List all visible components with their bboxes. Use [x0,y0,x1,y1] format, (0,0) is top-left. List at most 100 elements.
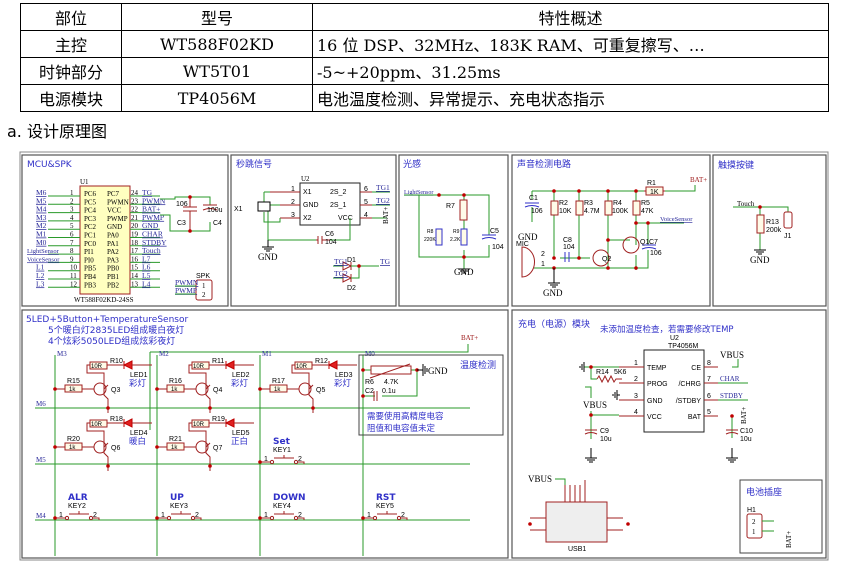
key-label: Set [273,437,291,447]
right-net-label: L4 [142,279,151,288]
right-pin-name: GND [107,223,122,231]
light-title: 光感 [403,158,421,170]
cell-desc: 电池温度检测、异常提示、充电状态指示 [312,84,829,112]
table-row: 主控 WT588F02KD 16 位 DSP、32MHz、183K RAM、可重… [20,30,829,58]
key-pin-2: 2 [195,512,199,519]
pin-number: 8 [707,360,711,367]
c1-value: 106 [531,208,543,215]
led-wire [86,422,152,471]
net-bat: BAT+ [690,176,707,184]
pin-name: GND [647,398,663,405]
column-label: M2 [159,350,169,358]
c5-ref: C5 [490,228,499,235]
led-note-2: 4个炫彩5050LED组成炫彩夜灯 [48,335,175,347]
led-resistor-value: 10R [91,422,103,428]
right-net-label: CHAR [142,230,163,239]
cell-model: TP4056M [121,84,313,112]
pin-num: 3 [291,212,295,219]
right-pin-number: 20 [131,222,139,230]
led-resistor-value: 10R [193,364,205,370]
r13-ref: R13 [766,219,779,226]
microphone [521,246,535,278]
left-net-label: M1 [36,230,47,239]
right-pin-name: PWMN [107,198,129,206]
r14-ref: R14 [596,369,609,376]
pin-x2: X2 [303,215,312,222]
right-net-label: TG [142,188,153,197]
c6-value: 104 [325,239,337,246]
key-switch [260,455,305,464]
key-pin-2: 2 [298,456,302,463]
pin-name: CE [691,365,701,372]
right-pin-number: 19 [131,231,139,239]
c6-ref: C6 [325,231,334,238]
net-tg: TG [380,257,391,266]
key-pin-2: 2 [93,512,97,519]
transistor-ref: Q3 [111,387,120,394]
key-pin-1: 1 [367,512,371,519]
pin-number: 7 [707,376,711,383]
ground-icon [262,240,274,252]
temp-title: 温度检测 [460,359,496,371]
mic-pin-2: 2 [541,251,545,258]
spk-ref: SPK [196,273,210,280]
led-resistor-ref: R19 [212,416,225,423]
left-pin-number: 12 [70,280,78,288]
left-pin-number: 11 [70,272,77,280]
base-resistor-value: 1k [171,445,178,451]
tp4056-ref: U2 [670,335,679,342]
left-pin-number: 3 [70,206,74,214]
led-wire [188,364,254,413]
key-ref: KEY1 [273,447,291,454]
temp-note-2: 阻值和电容值未定 [367,423,436,434]
c8-ref: C8 [563,237,572,244]
key-label: ALR [68,493,88,503]
c7-ref: C7 [649,239,658,246]
tp4056-name: TP4056M [668,343,699,350]
r8-ref: R8 [427,229,434,235]
r3-value: 4.7M [584,208,600,215]
c3-value: 106 [176,201,188,208]
led-resistor-value: 10R [193,422,205,428]
c2-ref: C2 [365,388,374,395]
clock-title: 秒跳信号 [236,158,272,170]
right-pin-name: PA1 [107,240,119,248]
led-resistor-value: 10R [91,364,103,370]
r9-value: 2.2K [450,237,461,243]
c10-ref: C10 [740,428,753,435]
right-net-label: PWMN [142,196,166,205]
right-pin-name: PB2 [107,281,120,289]
gnd-label: GND [258,252,278,262]
left-pin-number: 6 [70,231,74,239]
c9-value: 10u [600,436,612,443]
key-pin-1: 1 [59,512,63,519]
left-net-label: L3 [36,279,45,288]
ground-icon [417,364,428,376]
base-resistor-ref: R21 [169,436,182,443]
gnd-label: GND [518,232,538,242]
ground-icon [548,268,560,288]
left-pin-name: PI1 [84,248,94,256]
pin-number: 3 [634,393,638,400]
d1-net: TG1 [334,257,348,266]
key-label: RST [376,493,396,503]
left-pin-name: PC0 [84,240,97,248]
c7-value: 106 [650,250,662,257]
right-pin-number: 17 [131,247,139,255]
column-label: M3 [57,350,67,358]
ground-icon [585,448,738,463]
panel-touch [712,154,827,307]
base-resistor-ref: R17 [272,378,285,385]
right-pin-number: 21 [131,214,139,222]
panel-led [21,309,509,559]
gnd-label: GND [543,288,563,298]
right-pin-name: PWMP [107,215,128,223]
net-bat: BAT+ [382,207,390,224]
c10-value: 10u [740,436,752,443]
led-title: 5LED+5Button+TemperatureSensor [26,315,188,325]
right-pin-name: PB0 [107,265,120,273]
r5-value: 47K [641,208,654,215]
c4-ref: C4 [213,220,222,227]
cell-part: 电源模块 [20,84,122,112]
